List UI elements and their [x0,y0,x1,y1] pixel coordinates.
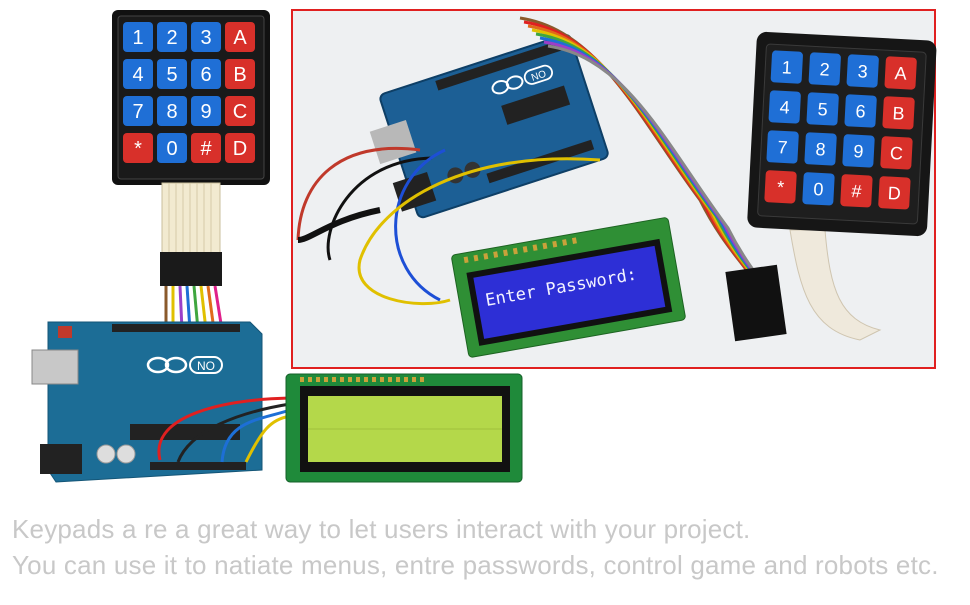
keypad-diagram-key-0-1 [157,22,187,52]
keypad-diagram-key-label: 2 [166,27,177,49]
keypad-diagram-key-0-3 [225,22,255,52]
keypad-photo-key-label: 0 [813,179,824,199]
keypad-photo-key-label: 2 [819,59,830,79]
keypad-diagram-key-label: 6 [200,64,211,86]
keypad-diagram-key-label: 4 [132,64,143,86]
keypad-diagram-key-2-2 [191,96,221,126]
keypad-photo-key-2-0 [766,130,799,164]
keypad-diagram-key-label: # [200,138,212,160]
keypad-diagram-key-1-2 [191,59,221,89]
keypad-ribbon-cable [160,182,222,286]
keypad-diagram-key-label: 7 [132,101,143,123]
keypad-photo-key-2-1 [804,132,837,166]
keypad-diagram-key-label: 0 [166,138,177,160]
keypad-diagram-key-2-1 [157,96,187,126]
caption-line-1: Keypads a re a great way to let users in… [12,514,751,544]
keypad-photo-key-label: C [889,143,903,164]
keypad-photo-key-0-3 [884,56,917,90]
keypad-diagram-key-label: 8 [166,101,177,123]
keypad-photo-key-label: 3 [857,61,868,81]
keypad-photo-key-0-2 [846,54,879,88]
keypad-diagram-key-label: * [134,138,142,160]
keypad-diagram-key-1-3 [225,59,255,89]
keypad-diagram-key-3-3 [225,133,255,163]
keypad-diagram-key-3-1 [157,133,187,163]
keypad-photo-key-1-0 [768,90,801,124]
keypad-photo-key-label: 5 [817,99,828,119]
photo-keypad-ribbon [789,229,882,341]
keypad-photo-key-label: # [851,181,862,201]
keypad-diagram-key-3-2 [191,133,221,163]
keypad-photo-key-label: 9 [853,141,864,161]
keypad-photo-key-label: D [887,183,901,204]
keypad-diagram-key-2-3 [225,96,255,126]
arduino-brand-label-photo: NO [530,69,548,84]
lcd-module-photo: Enter Password: [451,217,686,358]
keypad-photo-key-label: 4 [779,97,790,117]
keypad-photo-key-1-2 [844,94,877,128]
keypad-diagram-key-label: 5 [166,64,177,86]
keypad-diagram-key-label: B [233,64,246,86]
keypad-photo-key-label: 8 [815,139,826,159]
keypad-photo-key-label: A [894,63,907,84]
photo-connector-block [725,264,787,342]
keypad-photo-key-label: 6 [855,101,866,121]
keypad-photo-key-label: 7 [777,137,788,157]
keypad-photo-key-2-3 [880,136,913,170]
keypad-photo-key-0-0 [770,50,803,84]
keypad-diagram-key-label: 9 [200,101,211,123]
keypad-diagram-key-label: 1 [132,27,143,49]
keypad-diagram-key-label: C [233,101,247,123]
keypad-diagram-key-2-0 [123,96,153,126]
keypad-photo-key-0-1 [808,52,841,86]
wiring-photo: NO 1 2 3 A 4 5 6 B 7 8 9 C * 0 # D [291,9,937,369]
keypad-diagram-key-label: A [233,27,247,49]
keypad-photo: 1 2 3 A 4 5 6 B 7 8 9 C * 0 # D [747,31,937,237]
arduino-board-diagram: NO [31,321,263,483]
keypad-diagram-key-0-0 [123,22,153,52]
keypad-photo-key-1-1 [806,92,839,126]
arduino-brand-label: NO [197,359,215,373]
keypad-diagram-key-label: 3 [200,27,211,49]
keypad-diagram-key-1-0 [123,59,153,89]
photo-wires [296,147,601,306]
keypad-photo-key-3-0 [764,170,797,204]
lcd-jumper-wires [157,396,291,463]
keypad-photo-key-1-3 [882,96,915,130]
keypad-photo-key-3-3 [878,176,911,210]
keypad-diagram-key-3-0 [123,133,153,163]
keypad-photo-key-label: * [776,177,784,197]
keypad-photo-key-2-2 [842,134,875,168]
keypad-photo-key-label: B [892,103,905,124]
keypad-photo-key-3-1 [802,172,835,206]
keypad-diagram-key-label: D [233,138,247,160]
keypad-photo-key-3-2 [840,174,873,208]
keypad-diagram-key-1-1 [157,59,187,89]
keypad-photo-key-label: 1 [781,57,792,77]
caption-line-2: You can use it to natiate menus, entre p… [12,550,939,580]
keypad-diagram-key-0-2 [191,22,221,52]
lcd-module-diagram [285,373,523,483]
